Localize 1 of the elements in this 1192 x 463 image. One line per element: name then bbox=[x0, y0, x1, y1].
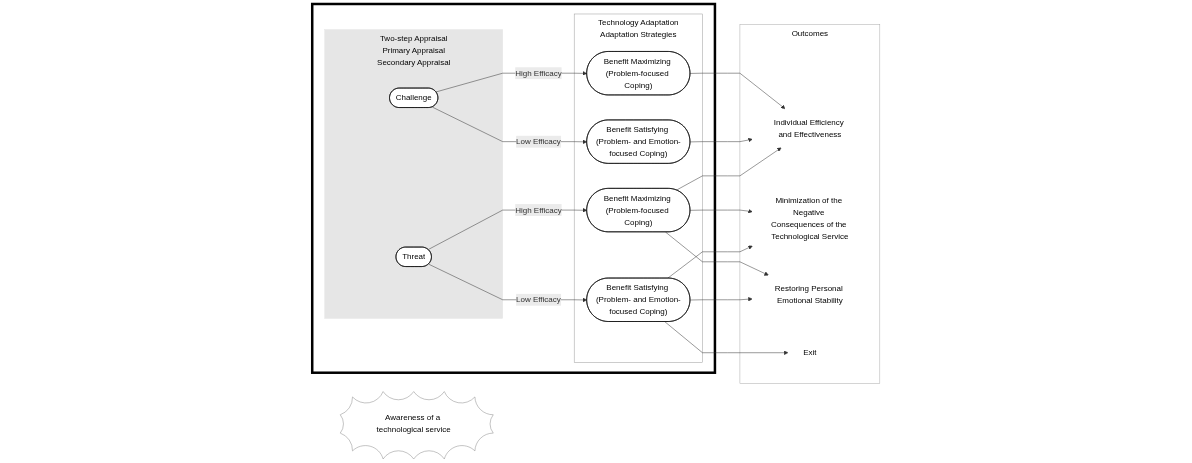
cluster bbox=[310, 2, 717, 374]
